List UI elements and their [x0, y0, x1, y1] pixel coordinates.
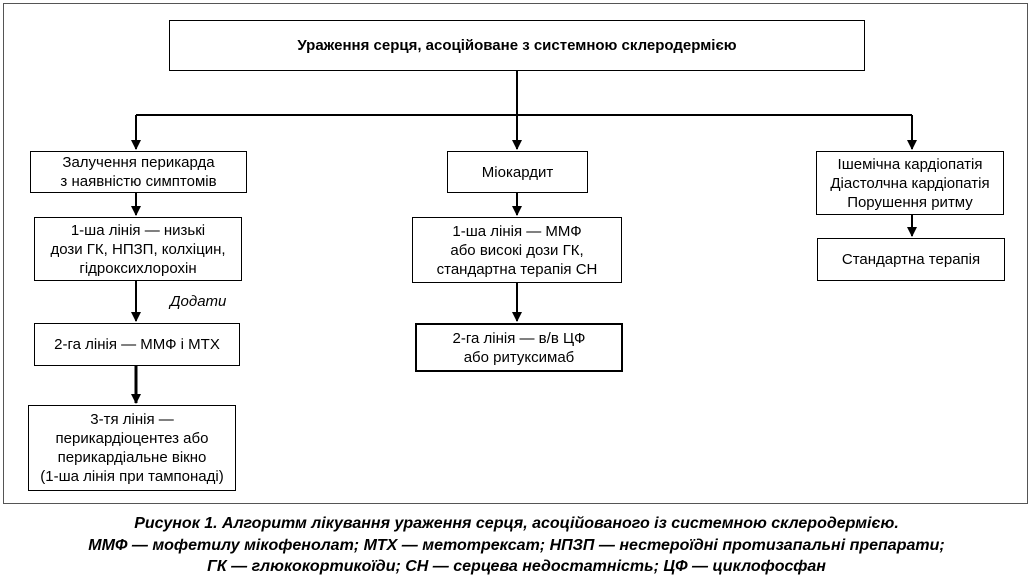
ischemic-header: Ішемічна кардіопатія Діастолчна кардіопа…	[816, 151, 1004, 215]
pericardium-header: Залучення перикарда з наявністю симптомі…	[30, 151, 247, 193]
pericardium-line3: 3-тя лінія — перикардіоцентез або перика…	[28, 405, 236, 491]
standard-therapy: Стандартна терапія	[817, 238, 1005, 281]
add-label: Додати	[170, 293, 227, 310]
figure-caption-line2: ММФ — мофетилу мікофенолат; МТХ — метотр…	[88, 537, 945, 554]
diagram-title: Ураження серця, асоційоване з системною …	[169, 20, 865, 71]
myocarditis-line2: 2-га лінія — в/в ЦФ або ритуксимаб	[415, 323, 623, 372]
diagram-frame	[3, 3, 1028, 504]
myocarditis-line1: 1-ша лінія — ММФ або високі дози ГК, ста…	[412, 217, 622, 283]
figure-caption-line1: Рисунок 1. Алгоритм лікування ураження с…	[134, 515, 899, 532]
pericardium-line1: 1-ша лінія — низькі дози ГК, НПЗП, колхі…	[34, 217, 242, 281]
figure-caption-line3: ГК — глюкокортикоїди; СН — серцева недос…	[207, 558, 826, 575]
pericardium-line2: 2-га лінія — ММФ і МТХ	[34, 323, 240, 366]
myocarditis-header: Міокардит	[447, 151, 588, 193]
